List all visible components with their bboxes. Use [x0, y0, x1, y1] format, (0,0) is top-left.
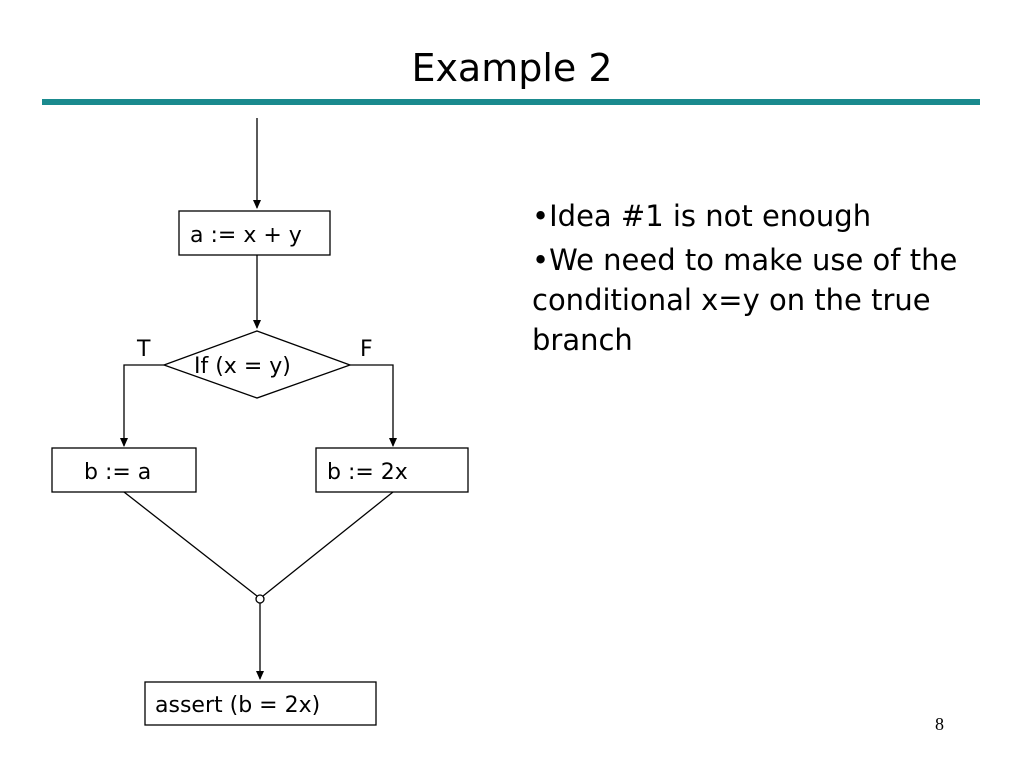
false-assign-label: b := 2x	[327, 460, 408, 485]
condition-diamond	[162, 330, 352, 399]
assign-a-box	[178, 210, 331, 256]
true-branch-edge	[120, 364, 164, 447]
slide-number: 8	[935, 714, 944, 734]
bullet-list: •Idea #1 is not enough •We need to make …	[532, 196, 972, 364]
true-merge-edge	[123, 491, 258, 597]
assertion-label: assert (b = 2x)	[155, 693, 320, 718]
true-assign-box	[51, 447, 197, 493]
true-branch-label: T	[136, 337, 151, 362]
true-assign-label: b := a	[84, 460, 151, 485]
merge-point	[255, 594, 265, 604]
false-branch-edge	[350, 364, 397, 447]
false-merge-edge	[262, 491, 394, 597]
slide-title: Example 2	[411, 46, 613, 90]
assign-a-label: a := x + y	[190, 223, 302, 248]
bullet-item: •Idea #1 is not enough	[532, 199, 872, 233]
assertion-box	[144, 681, 377, 726]
title-divider	[42, 99, 980, 105]
bullet-item: •We need to make use of the conditional …	[532, 243, 958, 357]
condition-label: If (x = y)	[194, 354, 291, 379]
false-branch-label: F	[360, 337, 373, 362]
